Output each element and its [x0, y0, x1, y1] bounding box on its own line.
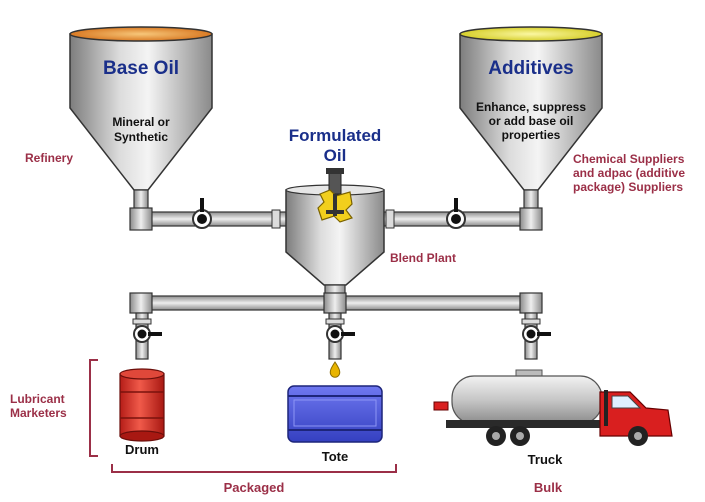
- truck-valve-icon: [522, 325, 551, 343]
- additives-title: Additives: [488, 58, 574, 79]
- blend-plant-label: Blend Plant: [390, 251, 457, 265]
- mixer-icon: [317, 189, 353, 223]
- base-oil-type-line1: Mineral or: [112, 115, 170, 129]
- chemical-suppliers-line1: Chemical Suppliers: [573, 152, 685, 166]
- bulk-label: Bulk: [533, 480, 563, 495]
- refinery-label: Refinery: [25, 151, 74, 165]
- tanker-truck-image: [433, 369, 673, 446]
- drum-valve-icon: [133, 325, 162, 343]
- drum-image: [119, 368, 165, 442]
- truck-label: Truck: [527, 452, 563, 467]
- packaged-label: Packaged: [223, 480, 285, 495]
- formulated-oil-title-line1: Formulated: [288, 126, 382, 145]
- oil-drop-icon: [329, 361, 341, 378]
- packaged-bracket: [111, 464, 397, 473]
- tote-label: Tote: [321, 449, 349, 464]
- base-oil-tank: [69, 26, 213, 215]
- chemical-suppliers-line2: and adpac (additive: [573, 166, 686, 180]
- base-oil-valve-icon: [192, 198, 212, 229]
- lubricant-marketers-line2: Marketers: [10, 406, 67, 420]
- chemical-suppliers-line3: package) Suppliers: [573, 180, 684, 194]
- additives-tank: [459, 26, 603, 215]
- formulated-oil-title-line2: Oil: [323, 146, 347, 165]
- additives-desc-line1: Enhance, suppress: [475, 100, 587, 114]
- base-oil-type-line2: Synthetic: [113, 130, 168, 144]
- additives-valve-icon: [446, 198, 466, 229]
- tote-valve-icon: [326, 325, 355, 343]
- drum-label: Drum: [125, 442, 159, 457]
- lubricant-marketers-bracket: [89, 359, 98, 457]
- tote-image: [287, 385, 383, 443]
- lubricant-marketers-line1: Lubricant: [10, 392, 65, 406]
- additives-desc-line2: or add base oil: [488, 114, 574, 128]
- base-oil-title: Base Oil: [102, 58, 180, 79]
- blend-tank: [285, 168, 385, 300]
- additives-desc-line3: properties: [501, 128, 561, 142]
